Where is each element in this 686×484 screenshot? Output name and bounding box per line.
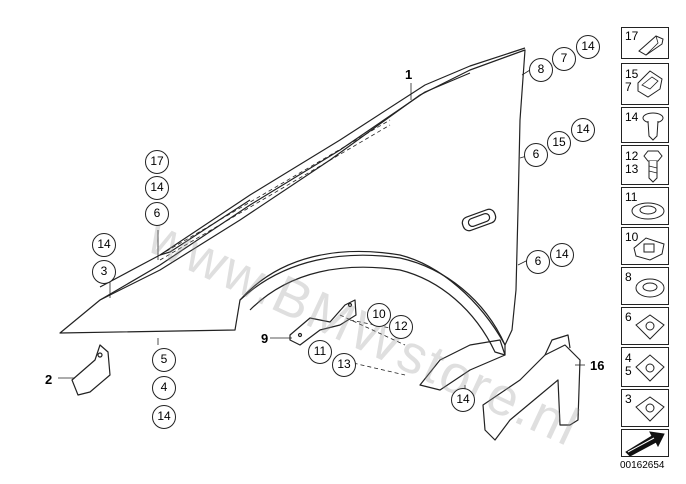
callout-5: 5 (152, 348, 176, 372)
panel-item-6: 6 (621, 307, 669, 345)
callout-7: 7 (552, 47, 576, 71)
arrow-icon (625, 431, 665, 456)
bracket-2 (71, 344, 111, 396)
expanding-rivet-icon (642, 112, 664, 141)
panel-number: 11 (625, 190, 638, 204)
seal-ring-icon (635, 278, 665, 298)
callout-14: 14 (92, 233, 116, 257)
hex-bolt-icon (643, 150, 663, 183)
label-part-16: 16 (590, 358, 605, 373)
callout-10: 10 (367, 303, 391, 327)
panel-item-17: 17 (621, 27, 669, 59)
panel-item-12-13: 12 13 (621, 145, 669, 185)
panel-item-3: 3 (621, 389, 669, 427)
callout-15: 15 (547, 131, 571, 155)
panel-item-11: 11 (621, 187, 669, 225)
square-nut-icon (635, 314, 665, 340)
wheel-arch-flange (239, 254, 506, 356)
panel-number: 17 (625, 29, 639, 43)
panel-number: 15 7 (625, 67, 639, 94)
callout-13: 13 (332, 353, 356, 377)
fender-top-ridge (99, 72, 471, 301)
panel-item-10: 10 (621, 227, 669, 265)
fender-upper-trim (159, 199, 251, 256)
bracket-16 (482, 344, 581, 441)
side-marker-slot (461, 208, 497, 232)
callout-14: 14 (152, 405, 176, 429)
panel-number: 8 (625, 270, 632, 284)
bracket-clip-icon (633, 237, 665, 261)
spring-nut-icon (637, 70, 663, 98)
callout-14: 14 (550, 243, 574, 267)
panel-item-8: 8 (621, 267, 669, 305)
callout-3: 3 (92, 260, 116, 284)
panel-number: 6 (625, 310, 632, 324)
callout-14: 14 (576, 35, 600, 59)
callout-14: 14 (451, 388, 475, 412)
callout-17: 17 (145, 150, 169, 174)
callout-14: 14 (571, 118, 595, 142)
label-part-1: 1 (405, 67, 413, 82)
square-clip-nut-icon (635, 354, 665, 382)
panel-number: 3 (625, 392, 632, 406)
callout-12: 12 (389, 315, 413, 339)
callout-11: 11 (308, 340, 332, 364)
wheel-arch-lower-part (419, 339, 506, 391)
grommet-icon (631, 202, 665, 220)
bracket-9 (289, 299, 357, 346)
panel-orientation-arrow (621, 429, 669, 457)
panel-number: 14 (625, 110, 639, 124)
callout-14: 14 (145, 176, 169, 200)
panel-number: 10 (625, 230, 639, 244)
diagram-code: 00162654 (620, 460, 665, 471)
callout-6: 6 (145, 202, 169, 226)
callout-4: 4 (152, 376, 176, 400)
callout-6: 6 (526, 250, 550, 274)
panel-item-4-5: 4 5 (621, 347, 669, 387)
fender-panel-outline (59, 49, 526, 346)
clip-icon (638, 35, 664, 56)
plate-nut-icon (635, 396, 665, 422)
label-part-2: 2 (45, 372, 53, 387)
panel-number: 4 5 (625, 351, 632, 378)
callout-6: 6 (524, 143, 548, 167)
panel-item-15-7: 15 7 (621, 63, 669, 105)
panel-number: 12 13 (625, 149, 639, 176)
panel-item-14: 14 (621, 107, 669, 143)
label-part-9: 9 (261, 331, 269, 346)
callout-8: 8 (529, 58, 553, 82)
